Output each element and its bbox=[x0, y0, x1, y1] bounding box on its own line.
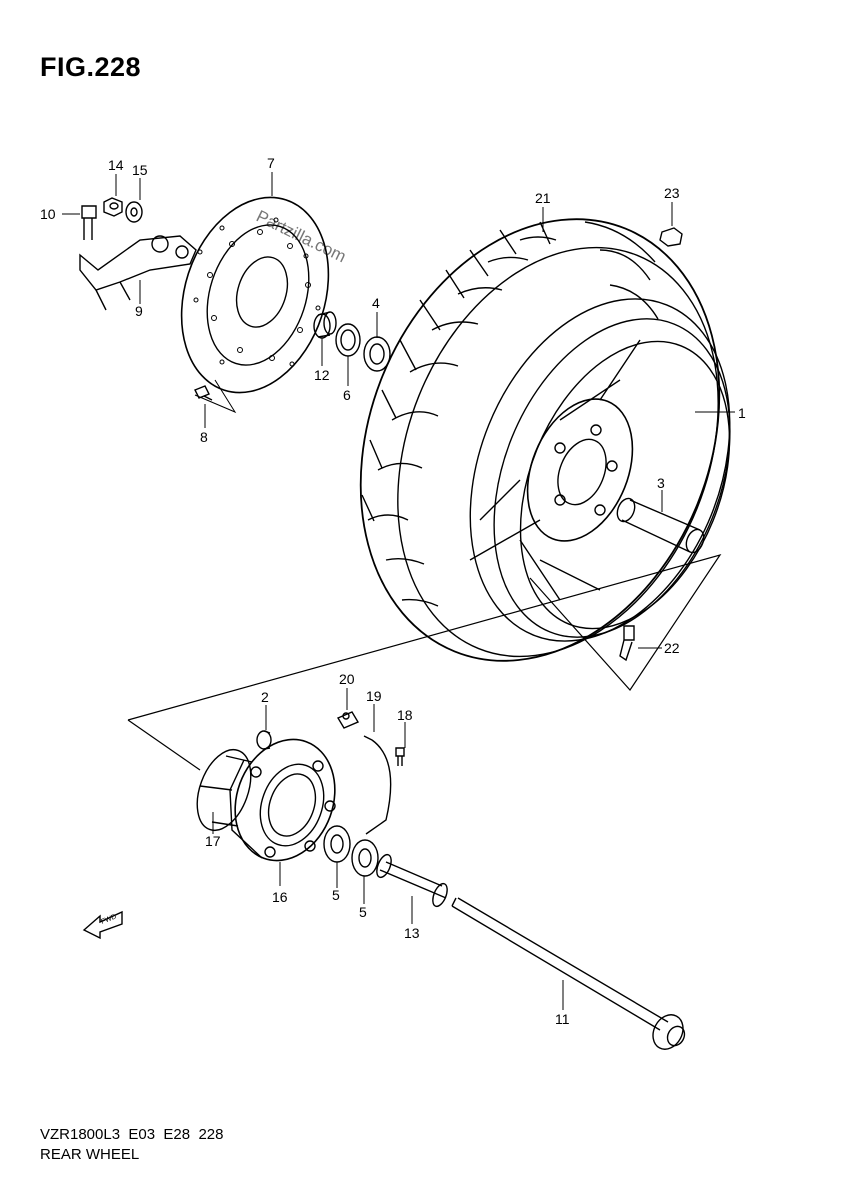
callouts: 1 2 3 4 5 5 6 7 8 9 10 11 12 13 14 15 16… bbox=[40, 155, 746, 1027]
air-valve bbox=[619, 625, 635, 662]
callout-6: 6 bbox=[343, 387, 351, 403]
disc-bolt bbox=[194, 379, 237, 414]
balance-weight bbox=[659, 227, 683, 247]
bearing-5a bbox=[323, 825, 351, 863]
callout-12: 12 bbox=[314, 367, 330, 383]
oil-seal-6 bbox=[335, 323, 361, 357]
callout-18: 18 bbox=[397, 707, 413, 723]
callout-19: 19 bbox=[366, 688, 382, 704]
bracket-washer bbox=[125, 201, 143, 223]
bracket-bolt bbox=[81, 205, 97, 240]
callout-5a: 5 bbox=[332, 887, 340, 903]
axle-spacer bbox=[616, 497, 705, 554]
brake-disc bbox=[180, 196, 330, 394]
callout-9: 9 bbox=[135, 303, 143, 319]
callout-22: 22 bbox=[664, 640, 680, 656]
footer: VZR1800L3 E03 E28 228 REAR WHEEL bbox=[40, 1125, 223, 1165]
callout-7: 7 bbox=[267, 155, 275, 171]
callout-1: 1 bbox=[738, 405, 746, 421]
assembly-lines bbox=[127, 553, 722, 771]
callout-17: 17 bbox=[205, 833, 221, 849]
spacer-2 bbox=[256, 730, 272, 750]
callout-10: 10 bbox=[40, 206, 56, 222]
callout-5b: 5 bbox=[359, 904, 367, 920]
callout-15: 15 bbox=[132, 162, 148, 178]
rear-axle bbox=[451, 897, 686, 1050]
fwd-arrow-icon: FWD bbox=[82, 910, 123, 940]
wheel-rim bbox=[469, 298, 731, 642]
bracket-nut bbox=[103, 197, 123, 217]
bearing-5b bbox=[351, 839, 379, 877]
screw-18 bbox=[395, 747, 405, 766]
callout-11: 11 bbox=[555, 1011, 570, 1027]
callout-14: 14 bbox=[108, 157, 124, 173]
spacer-12 bbox=[313, 311, 337, 339]
callout-20: 20 bbox=[339, 671, 355, 687]
figure-title: FIG.228 bbox=[40, 52, 142, 82]
washer-20 bbox=[336, 711, 360, 729]
callout-16: 16 bbox=[272, 889, 288, 905]
callout-23: 23 bbox=[664, 185, 680, 201]
bearing-4 bbox=[363, 336, 391, 372]
section-title: REAR WHEEL bbox=[40, 1146, 140, 1163]
leader-lines bbox=[62, 172, 735, 1010]
callout-8: 8 bbox=[200, 429, 208, 445]
callout-2: 2 bbox=[261, 689, 269, 705]
circlip-19 bbox=[363, 735, 392, 835]
model-code-line: VZR1800L3 E03 E28 228 bbox=[40, 1126, 224, 1143]
o-ring-17 bbox=[196, 748, 252, 832]
callout-13: 13 bbox=[404, 925, 420, 941]
caliper-bracket bbox=[79, 235, 197, 311]
callout-3: 3 bbox=[657, 475, 665, 491]
callout-21: 21 bbox=[535, 190, 551, 206]
rear-tire bbox=[359, 218, 721, 662]
driven-flange bbox=[199, 738, 336, 862]
wheel-hub bbox=[526, 398, 634, 542]
callout-4: 4 bbox=[372, 295, 380, 311]
collar-13 bbox=[376, 853, 448, 908]
